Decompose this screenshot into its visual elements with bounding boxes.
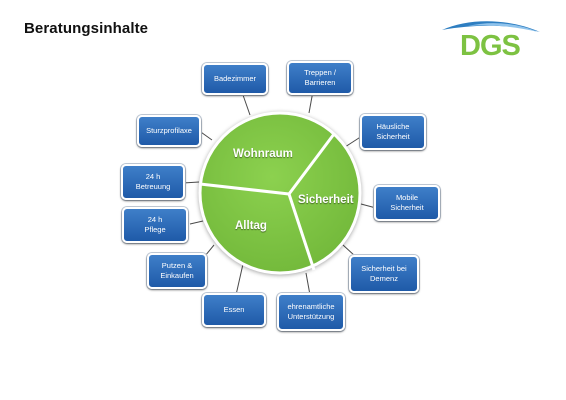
connector-demenz — [342, 244, 356, 257]
segment-sicherheit: Sicherheit — [298, 194, 354, 206]
box-24h-betreuung: 24 h Betreuung — [121, 164, 185, 200]
box-treppen-barrieren: Treppen / Barrieren — [287, 61, 353, 95]
connector-putzen — [204, 244, 215, 257]
divider-top-right — [287, 133, 336, 195]
dgs-logo-text: DGS — [460, 30, 521, 62]
box-essen: Essen — [202, 293, 266, 327]
box-badezimmer: Badezimmer — [202, 63, 268, 95]
segment-alltag: Alltag — [235, 220, 267, 232]
connector-ehrenamt — [305, 272, 311, 296]
connector-haeusliche — [344, 135, 363, 148]
box-putzen-einkaufen: Putzen & Einkaufen — [147, 253, 207, 289]
divider-left — [199, 182, 290, 196]
box-mobile-sicherheit: Mobile Sicherheit — [374, 185, 440, 221]
box-haeusliche-sicherheit: Häusliche Sicherheit — [360, 114, 426, 150]
connector-essen — [235, 263, 244, 296]
divider-bottom — [287, 193, 316, 271]
connector-betreuung — [182, 181, 200, 184]
box-24h-pflege: 24 h Pflege — [122, 207, 188, 243]
box-sturzprofilaxe: Sturzprofilaxe — [137, 115, 201, 147]
box-sicherheit-bei-demenz: Sicherheit bei Demenz — [349, 255, 419, 293]
page-title: Beratungsinhalte — [24, 20, 149, 37]
box-ehrenamtliche-unterstuetzung: ehrenamtliche Unterstützung — [277, 293, 345, 331]
connector-badezimmer — [242, 94, 251, 116]
dgs-swoosh-logo — [442, 21, 540, 32]
segment-wohnraum: Wohnraum — [233, 148, 293, 160]
connector-pflege — [189, 220, 204, 225]
connector-mobile — [360, 203, 377, 209]
